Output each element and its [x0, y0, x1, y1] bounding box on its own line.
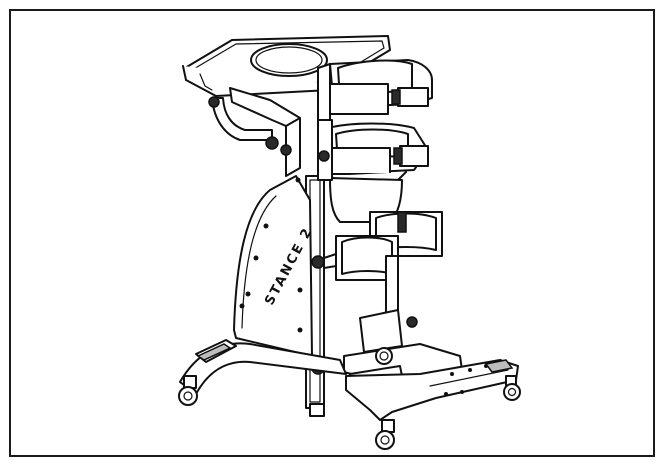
caster-right-front — [375, 419, 395, 450]
base-left-leg — [179, 339, 347, 395]
chest-support-upper — [317, 59, 433, 125]
column-foot — [309, 403, 325, 417]
chest-support-lower — [327, 122, 429, 183]
caster-right-rear — [503, 375, 521, 401]
side-panel — [233, 175, 313, 357]
tray-support-arm — [208, 87, 301, 150]
base-right-leg — [345, 359, 519, 421]
knee-supports — [311, 211, 443, 281]
caster-left — [178, 375, 198, 406]
